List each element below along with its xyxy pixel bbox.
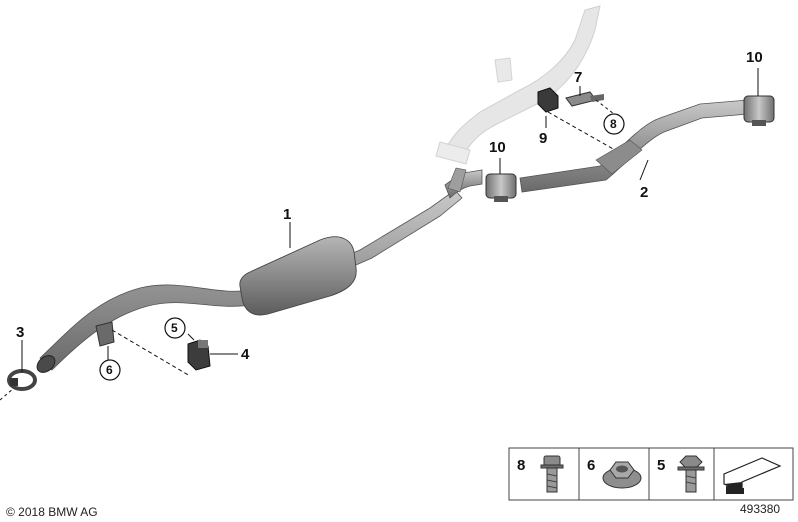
copyright-text: © 2018 BMW AG	[6, 505, 98, 519]
svg-text:5: 5	[171, 321, 178, 335]
svg-text:8: 8	[610, 117, 617, 131]
clamp-10-rear	[743, 95, 775, 126]
callout-1: 1	[283, 206, 291, 223]
clamp-10-middle	[485, 173, 517, 202]
callout-10-rear: 10	[746, 49, 763, 66]
callout-10-middle: 10	[489, 139, 506, 156]
callout-5-circled: 5	[164, 317, 186, 339]
leader-lines	[0, 68, 759, 401]
legend-number-6: 6	[587, 457, 595, 474]
legend-number-5: 5	[657, 457, 665, 474]
callout-4: 4	[241, 346, 250, 363]
callout-6-circled: 6	[99, 359, 121, 381]
bracket-6	[95, 321, 115, 347]
callout-3: 3	[16, 324, 24, 341]
hanger-9	[537, 87, 559, 113]
callout-9: 9	[539, 130, 547, 147]
legend-number-8: 8	[517, 457, 525, 474]
center-muffler	[239, 236, 357, 316]
flange-bolt-icon	[540, 455, 564, 493]
exhaust-pipe-1	[36, 167, 483, 373]
clamp-ring-3	[7, 369, 37, 391]
callout-8-circled: 8	[603, 113, 625, 135]
callout-2: 2	[640, 184, 648, 201]
exhaust-pipe-2	[519, 99, 749, 193]
diagram-number: 493380	[740, 502, 780, 516]
fastener-legend: 8 6 5	[508, 447, 794, 501]
direction-arrow-icon	[723, 457, 782, 494]
bracket-7	[565, 91, 604, 107]
callout-7: 7	[574, 69, 582, 86]
hanger-4	[187, 339, 211, 371]
svg-text:6: 6	[106, 363, 113, 377]
hex-flange-nut-icon	[602, 461, 642, 489]
hex-bolt-icon	[677, 455, 705, 493]
ghost-front-pipe	[435, 5, 601, 165]
